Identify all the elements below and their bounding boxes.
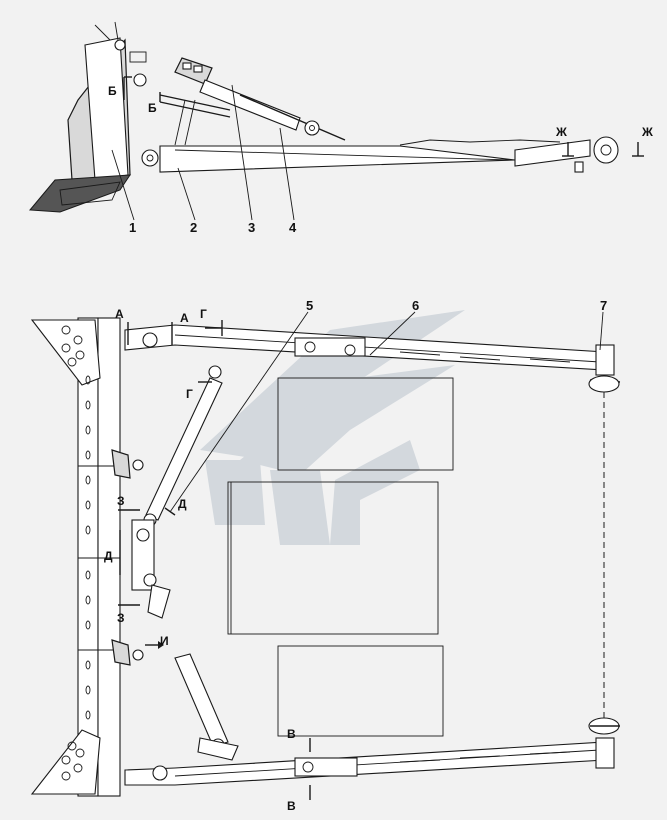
top-view: А А Г Г Д Д З З И В — [30, 298, 621, 813]
tractor-outline — [227, 377, 454, 737]
side-view: Б Б Ж Ж 1 2 3 4 — [28, 21, 653, 235]
part-number-3: 3 — [248, 220, 255, 235]
label-d-left: Д — [104, 549, 113, 563]
pivot-joint-upper — [133, 73, 147, 87]
section-mark-g: Г Г — [186, 307, 223, 401]
blade-top — [30, 317, 144, 797]
pivot-joint-lower — [141, 149, 159, 167]
blade-side — [28, 21, 147, 213]
section-mark-i: И — [145, 634, 169, 649]
label-b-horizontal: Б — [148, 101, 157, 115]
label-a-left: А — [115, 307, 124, 321]
section-mark-v: В В — [287, 727, 311, 813]
push-frame-side — [159, 139, 591, 173]
part-number-2: 2 — [190, 220, 197, 235]
cylinder-box — [159, 57, 231, 118]
section-mark-z: З З — [117, 494, 140, 625]
part-number-4: 4 — [289, 220, 297, 235]
label-b-vertical: Б — [108, 84, 117, 98]
push-beam-bottom — [124, 717, 620, 786]
strut-side — [174, 79, 346, 146]
push-beam-top — [124, 324, 621, 393]
central-mount — [131, 519, 171, 619]
part-number-7: 7 — [600, 298, 607, 313]
label-i: И — [160, 634, 169, 648]
label-g-top: Г — [200, 307, 207, 321]
part-number-6: 6 — [412, 298, 419, 313]
hitch-right — [574, 136, 619, 173]
part-number-1: 1 — [129, 220, 136, 235]
label-v-bottom: В — [287, 799, 296, 813]
label-v-top: В — [287, 727, 296, 741]
label-zh-right: Ж — [641, 125, 653, 139]
section-mark-zh: Ж Ж — [555, 125, 653, 157]
label-z-bottom: З — [117, 611, 125, 625]
section-mark-a: А А — [115, 307, 189, 345]
label-g-bottom: Г — [186, 387, 193, 401]
label-z-top: З — [117, 494, 125, 508]
part-number-5: 5 — [306, 298, 313, 313]
lower-diagonal — [174, 653, 239, 761]
label-d-right: Д — [178, 497, 187, 511]
section-mark-b: Б Б — [108, 76, 161, 115]
label-zh-left: Ж — [555, 125, 567, 139]
label-a-right: А — [180, 311, 189, 325]
